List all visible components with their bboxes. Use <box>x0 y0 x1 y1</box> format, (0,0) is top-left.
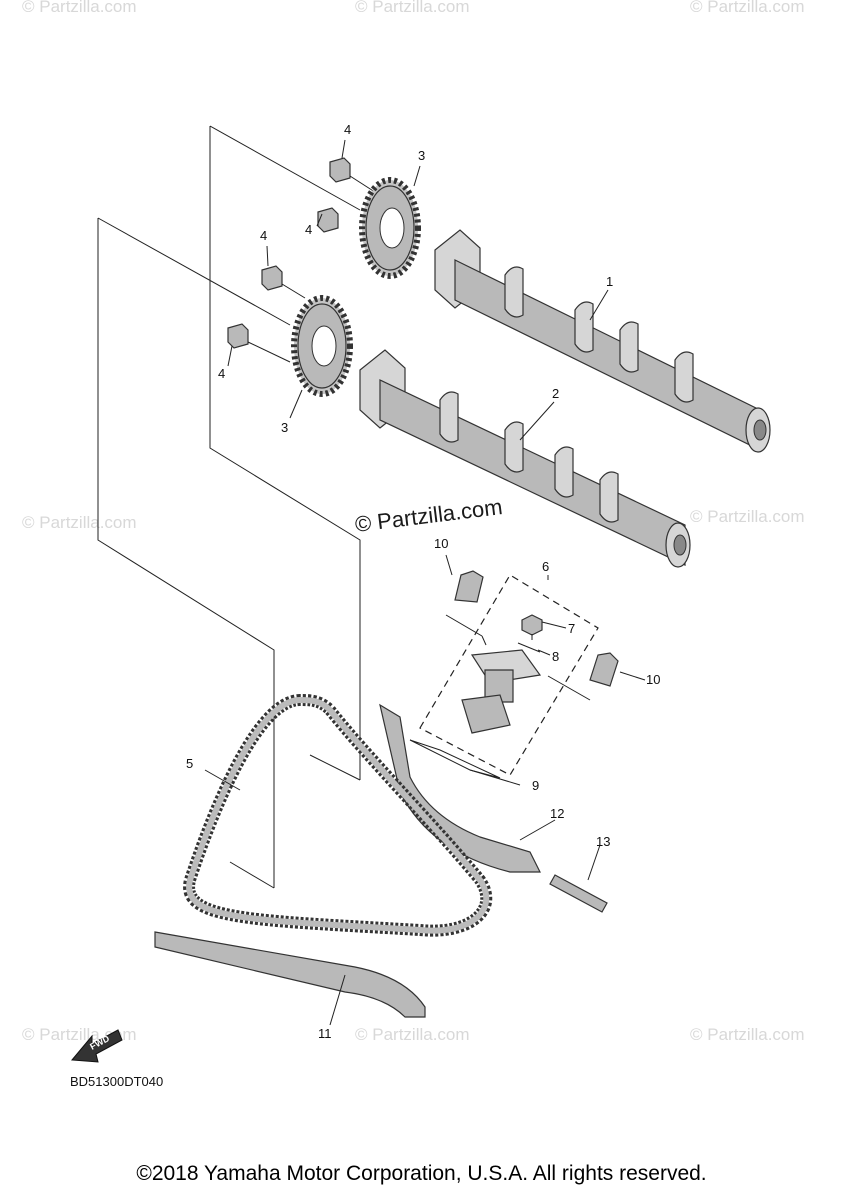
chain-guide-tensioner-side <box>379 703 541 873</box>
tensioner-bolt-right <box>547 652 619 701</box>
diagram-code: BD51300DT040 <box>70 1074 163 1089</box>
watermark-bottom-right: © Partzilla.com <box>690 1025 805 1044</box>
callout-10-left: 10 <box>434 536 448 551</box>
watermark-top-center: © Partzilla.com <box>355 0 470 16</box>
callout-4-lower: 4 <box>218 366 225 381</box>
callout-leaders <box>204 139 646 1026</box>
exhaust-camshaft <box>359 349 691 568</box>
tensioner-cap-bolt <box>521 614 543 640</box>
callout-1: 1 <box>606 274 613 289</box>
callout-10-right: 10 <box>646 672 660 687</box>
callout-7: 7 <box>568 621 575 636</box>
copyright-notice: ©2018 Yamaha Motor Corporation, U.S.A. A… <box>136 1162 707 1185</box>
callout-5: 5 <box>186 756 193 771</box>
watermark-right: © Partzilla.com <box>690 507 805 526</box>
cam-chain-tensioner <box>461 649 542 734</box>
guide-line-outer <box>97 125 361 888</box>
chain-guide-lower <box>154 931 426 1018</box>
cam-chain <box>183 693 493 937</box>
intake-camshaft <box>434 229 771 453</box>
guide-pin <box>549 874 608 913</box>
callout-12: 12 <box>550 806 564 821</box>
sprocket-bolt-upper-1 <box>329 157 379 195</box>
guide-line-inner <box>229 754 361 889</box>
intake-cam-sprocket <box>359 177 421 279</box>
watermark-left: © Partzilla.com <box>22 513 137 532</box>
callout-11: 11 <box>318 1026 332 1041</box>
exhaust-cam-sprocket <box>291 295 353 397</box>
tensioner-assembly-box <box>419 574 599 776</box>
callout-8: 8 <box>552 649 559 664</box>
sprocket-bolt-upper-2 <box>317 207 339 233</box>
partzilla-watermark: © Partzilla.com <box>354 494 504 537</box>
callout-4-middle: 4 <box>260 228 267 243</box>
callout-4-top: 4 <box>344 122 351 137</box>
sprocket-bolt-lower-2 <box>227 323 291 363</box>
callout-4-upper: 4 <box>305 222 312 237</box>
tensioner-bolt-left <box>445 570 487 646</box>
tensioner-gasket-small <box>517 642 541 653</box>
sprocket-bolt-lower-1 <box>261 265 306 299</box>
tensioner-gasket <box>409 739 501 779</box>
watermark-bottom-center: © Partzilla.com <box>355 1025 470 1044</box>
callout-2: 2 <box>552 386 559 401</box>
callout-3-top: 3 <box>418 148 425 163</box>
callout-9: 9 <box>532 778 539 793</box>
callout-6: 6 <box>542 559 549 574</box>
watermark-top-left: © Partzilla.com <box>22 0 137 16</box>
watermark-top-right: © Partzilla.com <box>690 0 805 16</box>
callout-13: 13 <box>596 834 610 849</box>
callout-3-lower: 3 <box>281 420 288 435</box>
